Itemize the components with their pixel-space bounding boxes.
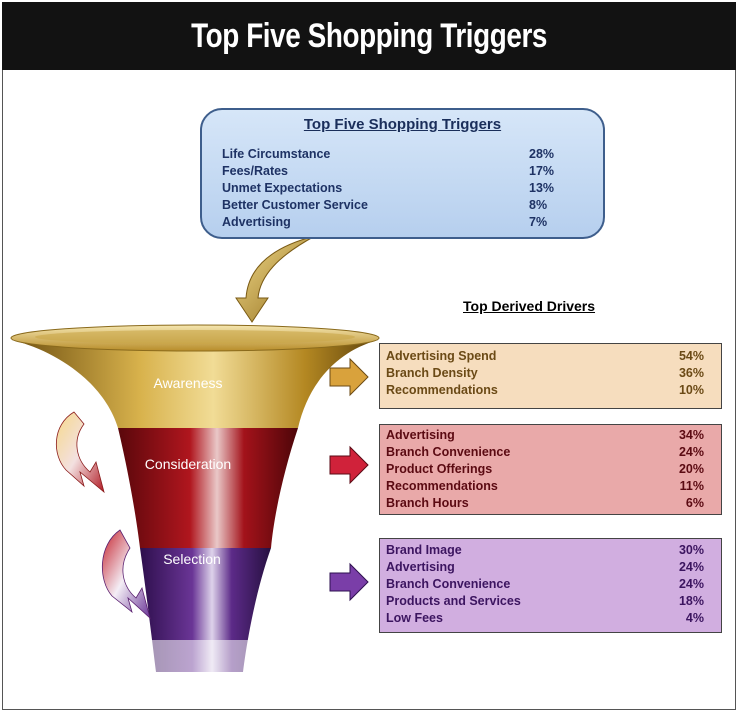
driver-row: Branch Density 36% xyxy=(386,366,704,383)
page-title: Top Five Shopping Triggers xyxy=(191,16,547,55)
driver-row: Branch Convenience 24% xyxy=(386,577,704,594)
awareness-driver-arrow-icon xyxy=(329,357,369,397)
driver-label: Brand Image xyxy=(386,543,462,557)
driver-label: Advertising xyxy=(386,560,455,574)
trigger-label: Life Circumstance xyxy=(222,147,331,161)
trigger-value: 8% xyxy=(529,198,548,212)
driver-value: 54% xyxy=(678,349,704,363)
driver-value: 24% xyxy=(678,445,704,459)
driver-row: Advertising 34% xyxy=(386,428,704,445)
selection-drivers-box: Brand Image 30% Advertising 24% Branch Con… xyxy=(379,538,722,633)
trigger-arrow-icon xyxy=(235,235,316,323)
driver-value: 30% xyxy=(678,543,704,557)
selection-driver-arrow-icon xyxy=(329,562,369,602)
driver-label: Low Fees xyxy=(386,611,443,625)
trigger-value: 13% xyxy=(529,181,555,195)
driver-label: Branch Convenience xyxy=(386,577,511,591)
driver-row: Recommendations 11% xyxy=(386,479,704,496)
driver-value: 34% xyxy=(678,428,704,442)
trigger-row: Unmet Expectations 13% xyxy=(222,181,557,198)
driver-row: Recommendations 10% xyxy=(386,383,704,400)
title-bar: Top Five Shopping Triggers xyxy=(2,2,736,70)
driver-row: Advertising 24% xyxy=(386,560,704,577)
driver-row: Products and Services 18% xyxy=(386,594,704,611)
trigger-row: Better Customer Service 8% xyxy=(222,198,557,215)
trigger-value: 17% xyxy=(529,164,555,178)
driver-value: 4% xyxy=(685,611,704,625)
stage-label-consideration: Consideration xyxy=(144,456,232,472)
awareness-drivers-box: Advertising Spend 54% Branch Density 36% R… xyxy=(379,343,722,409)
driver-value: 24% xyxy=(678,560,704,574)
awareness-to-consideration-swirl-icon xyxy=(55,411,105,494)
driver-label: Product Offerings xyxy=(386,462,493,476)
trigger-label: Better Customer Service xyxy=(222,198,368,212)
drivers-heading: Top Derived Drivers xyxy=(463,298,596,314)
driver-label: Branch Convenience xyxy=(386,445,511,459)
consideration-to-selection-swirl-icon xyxy=(102,529,151,620)
driver-value: 10% xyxy=(678,383,704,397)
trigger-value: 7% xyxy=(529,215,548,229)
driver-label: Recommendations xyxy=(386,383,498,397)
driver-row: Low Fees 4% xyxy=(386,611,704,628)
driver-label: Recommendations xyxy=(386,479,498,493)
driver-row: Advertising Spend 54% xyxy=(386,349,704,366)
trigger-row: Life Circumstance 28% xyxy=(222,147,557,164)
driver-label: Branch Hours xyxy=(386,496,469,510)
driver-value: 24% xyxy=(678,577,704,591)
triggers-box: Top Five Shopping Triggers Life Circumst… xyxy=(200,108,605,239)
funnel-awareness-section xyxy=(12,340,378,428)
driver-row: Branch Hours 6% xyxy=(386,496,704,513)
driver-value: 18% xyxy=(678,594,704,608)
driver-value: 20% xyxy=(678,462,704,476)
driver-row: Product Offerings 20% xyxy=(386,462,704,479)
driver-row: Branch Convenience 24% xyxy=(386,445,704,462)
driver-value: 6% xyxy=(685,496,704,510)
driver-label: Branch Density xyxy=(386,366,478,380)
stage-label-selection: Selection xyxy=(163,551,221,567)
funnel-rim-inner xyxy=(35,330,355,344)
trigger-label: Fees/Rates xyxy=(222,164,289,178)
funnel-fade xyxy=(140,640,280,676)
driver-value: 11% xyxy=(679,479,704,493)
trigger-label: Unmet Expectations xyxy=(222,181,343,195)
consideration-driver-arrow-icon xyxy=(329,445,369,485)
driver-label: Products and Services xyxy=(386,594,521,608)
trigger-row: Advertising 7% xyxy=(222,215,557,232)
driver-label: Advertising xyxy=(386,428,455,442)
trigger-row: Fees/Rates 17% xyxy=(222,164,557,181)
trigger-label: Advertising xyxy=(222,215,291,229)
stage-label-awareness: Awareness xyxy=(153,375,223,391)
funnel-consideration-section xyxy=(118,428,298,548)
consideration-drivers-box: Advertising 34% Branch Convenience 24% Pro… xyxy=(379,424,722,515)
driver-row: Brand Image 30% xyxy=(386,543,704,560)
driver-value: 36% xyxy=(678,366,704,380)
driver-label: Advertising Spend xyxy=(386,349,497,363)
triggers-heading: Top Five Shopping Triggers xyxy=(303,116,502,133)
trigger-value: 28% xyxy=(529,147,555,161)
